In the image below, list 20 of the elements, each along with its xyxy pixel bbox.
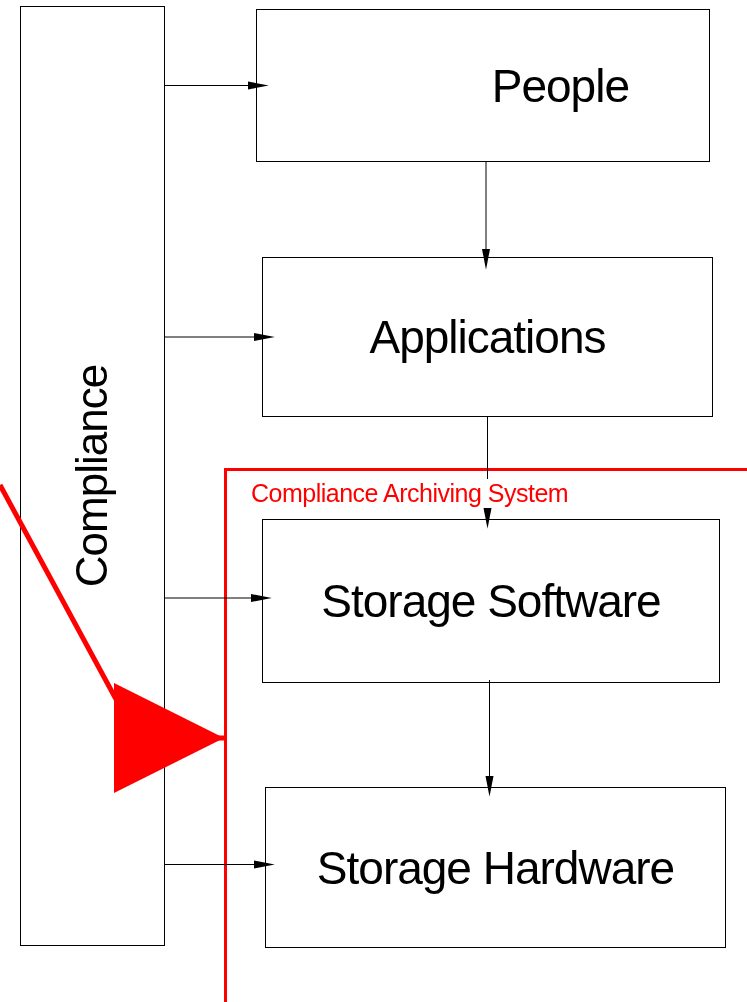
arrow bbox=[164, 81, 269, 90]
arrow bbox=[164, 860, 275, 869]
arrow bbox=[164, 333, 275, 341]
arrow bbox=[483, 416, 492, 529]
process-box bbox=[256, 9, 710, 162]
process-box bbox=[262, 519, 720, 683]
vertical-box bbox=[20, 6, 165, 946]
box-label: Storage Hardware bbox=[316, 840, 675, 895]
boundary-label: Compliance Archiving System bbox=[251, 479, 569, 508]
box-label: Applications bbox=[369, 310, 606, 364]
arrow bbox=[164, 594, 272, 602]
box-label: Storage Software bbox=[321, 574, 661, 628]
process-box bbox=[262, 257, 713, 417]
arrow bbox=[0, 483, 224, 793]
arrow bbox=[485, 679, 494, 797]
box-label: Compliance bbox=[67, 364, 118, 588]
system-boundary bbox=[224, 468, 747, 1002]
box-label: People bbox=[491, 58, 629, 113]
arrow bbox=[482, 161, 490, 270]
process-box bbox=[265, 787, 726, 948]
